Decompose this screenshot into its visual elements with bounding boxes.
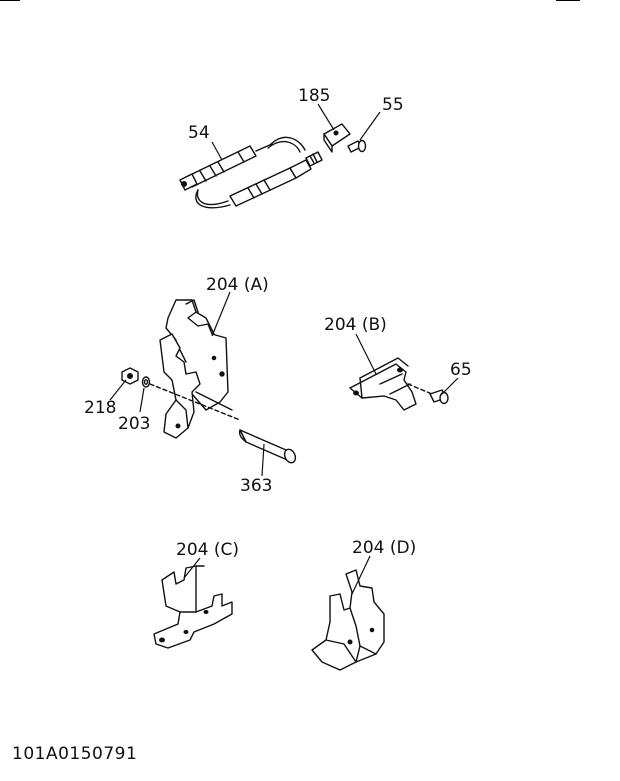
label-203: 203 — [118, 414, 150, 434]
document-code: 101A0150791 — [12, 744, 138, 764]
clevis-part-185[interactable] — [323, 123, 351, 153]
top-right-crop-mark — [556, 0, 580, 1]
top-left-crop-mark — [0, 0, 20, 1]
label-55: 55 — [382, 95, 404, 115]
label-218: 218 — [84, 398, 116, 418]
label-204a: 204 (A) — [206, 275, 269, 295]
bracket-part-204c[interactable] — [153, 565, 233, 649]
washer-part-203[interactable] — [141, 376, 151, 388]
bracket-part-204b[interactable] — [349, 357, 417, 411]
part-labels: 54 185 55 204 (A) 204 (B) 65 218 203 363… — [84, 86, 472, 560]
label-65: 65 — [450, 360, 472, 380]
bracket-part-204d[interactable] — [311, 569, 385, 671]
label-204d: 204 (D) — [352, 538, 416, 558]
label-54: 54 — [188, 123, 210, 143]
clevis-pin-part-55[interactable] — [347, 139, 367, 153]
label-204c: 204 (C) — [176, 540, 239, 560]
leader-lines — [109, 103, 459, 595]
label-363: 363 — [240, 476, 272, 496]
bracket-part-204a[interactable] — [159, 299, 229, 439]
label-204b: 204 (B) — [324, 315, 387, 335]
shaft-axis — [149, 383, 241, 421]
collar-part-363[interactable] — [238, 429, 298, 464]
label-185: 185 — [298, 86, 330, 106]
control-cable-part-54[interactable] — [179, 136, 323, 209]
